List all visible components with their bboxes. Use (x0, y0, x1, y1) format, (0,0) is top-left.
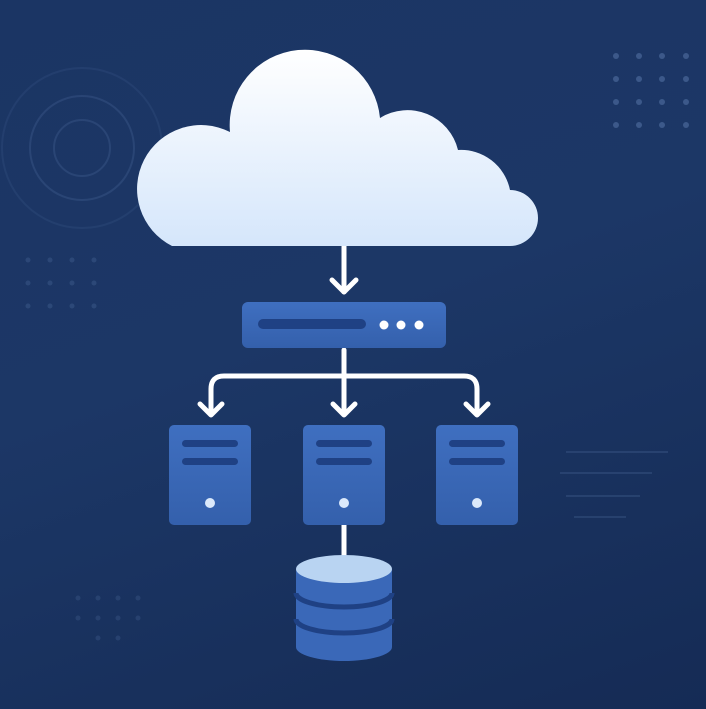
server-icon-left (169, 425, 251, 525)
database-icon (293, 555, 395, 661)
connector-branch-right (341, 373, 480, 417)
arrow-to-server-2 (330, 373, 358, 418)
dot-grid-top-right (613, 53, 689, 128)
load-balancer-icon (242, 302, 446, 348)
line-decoration-right (560, 451, 668, 518)
dot-grid-bottom-left (75, 595, 141, 641)
server-icon-right (436, 425, 518, 525)
arrow-to-server-3 (463, 401, 491, 418)
arrow-to-server-1 (197, 401, 225, 418)
server-icon-center (303, 425, 385, 525)
connector-branch-left (208, 373, 347, 417)
background-decoration (1, 67, 163, 229)
cloud-icon (137, 49, 538, 247)
arrow-cloud-to-balancer (329, 243, 359, 295)
dot-grid-left (25, 257, 97, 309)
connectors (197, 243, 491, 559)
